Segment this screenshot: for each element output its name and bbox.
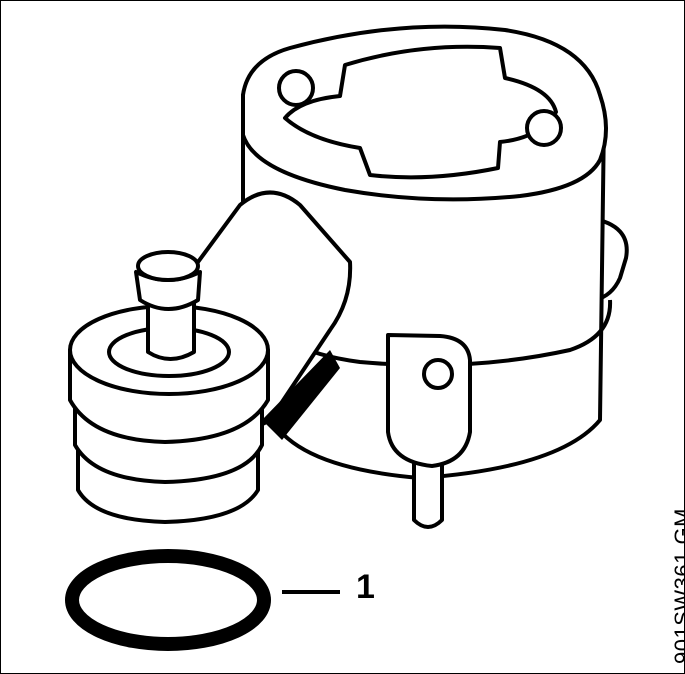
hose-nozzle-top — [136, 250, 200, 282]
callout-number: 1 — [356, 568, 375, 606]
bolt-hole-bottom — [422, 358, 454, 390]
vane-cavity — [283, 44, 558, 180]
flange-cutouts — [277, 44, 563, 390]
bolt-hole-right — [525, 109, 563, 147]
o-ring-outer — [65, 549, 271, 651]
hose-nozzle-stem — [146, 298, 196, 361]
bottom-boss — [386, 333, 472, 468]
arm-shadow — [262, 350, 340, 440]
bolt-hole-left — [277, 69, 315, 107]
inlet-fitting — [68, 250, 270, 524]
figure-code: 901SW361 GM — [670, 508, 685, 664]
o-ring — [65, 549, 271, 651]
